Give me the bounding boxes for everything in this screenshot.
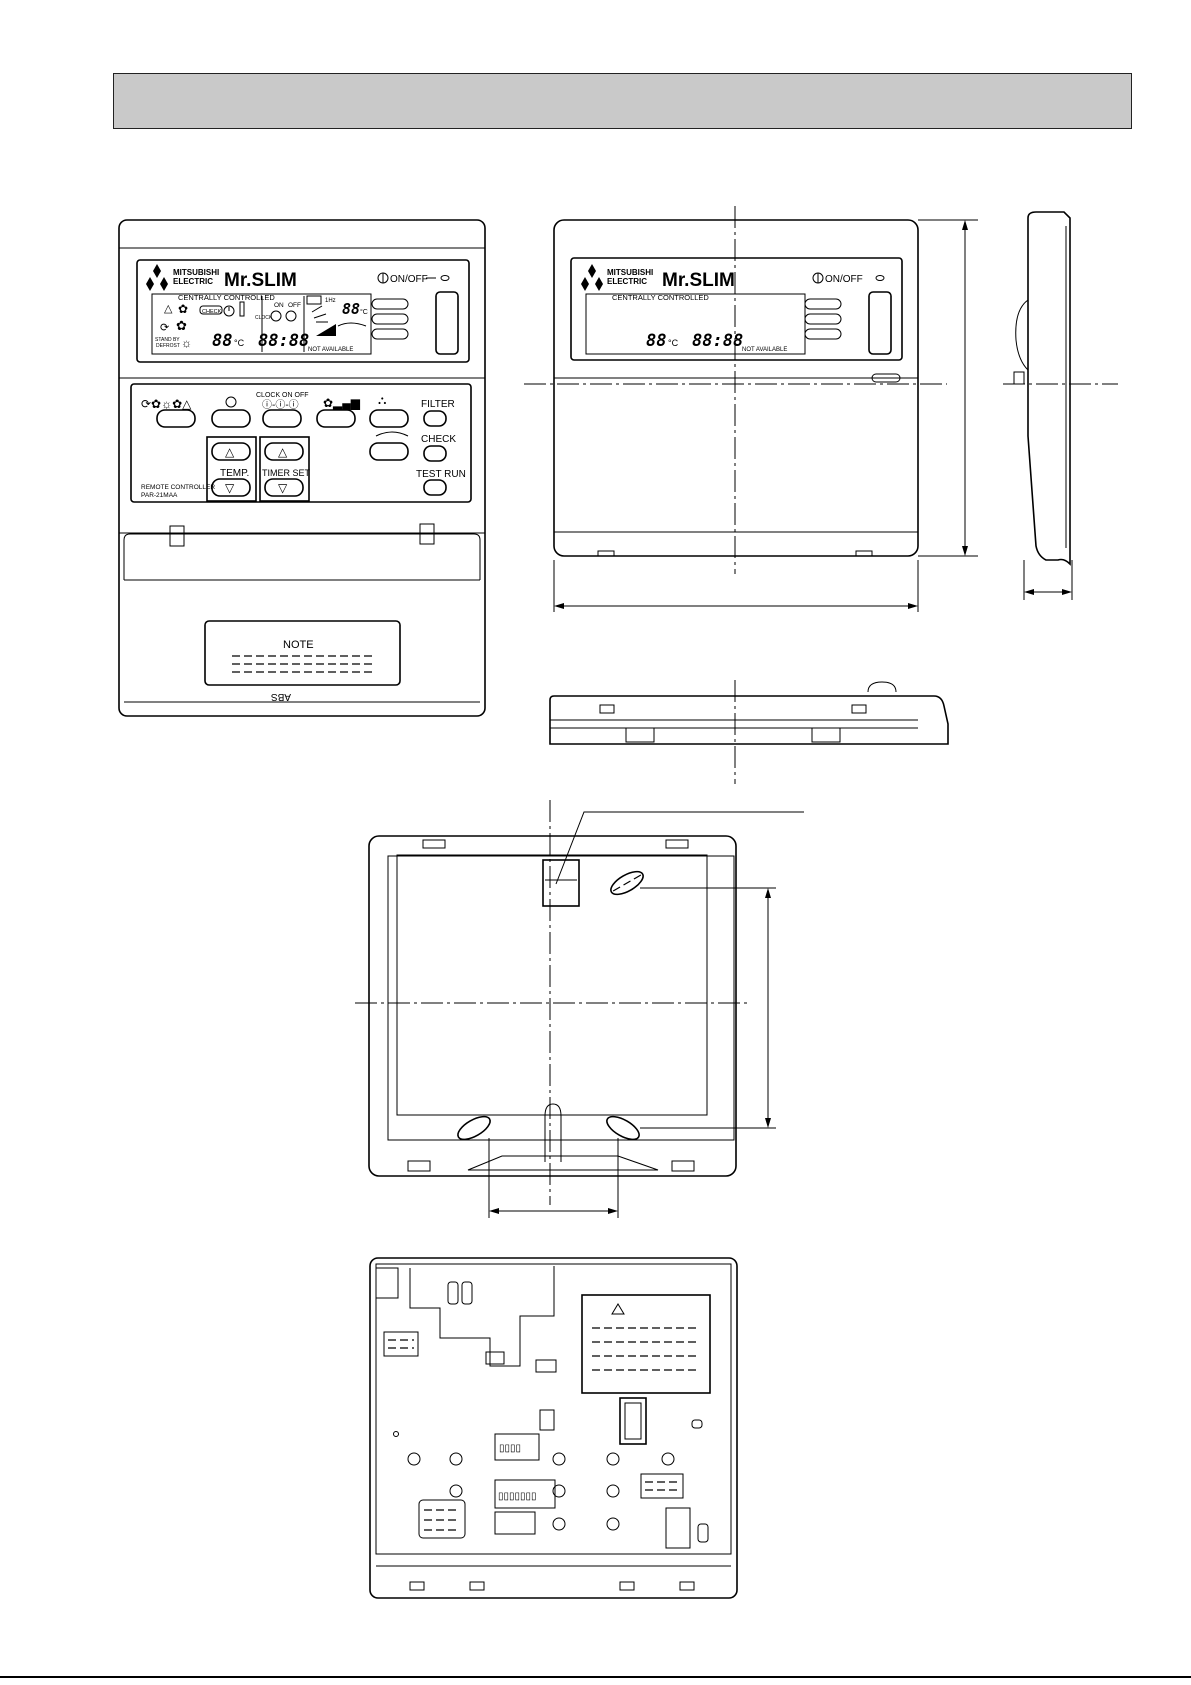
timer-down-button[interactable] (264, 478, 304, 497)
timer-up-button[interactable] (264, 442, 304, 461)
drop-icon: △ (164, 303, 173, 315)
fan-speed-icon: ✿▂▄▆ (323, 396, 361, 411)
svg-text:88:88: 88:88 (692, 331, 743, 351)
model-line1: REMOTE CONTROLLER (141, 484, 215, 491)
header-band (113, 73, 1132, 129)
louver-swing-icon (375, 431, 409, 437)
model-line2: PAR-21MAA (141, 492, 178, 499)
svg-text:°C: °C (668, 338, 679, 348)
not-available-label: NOT AVAILABLE (308, 347, 353, 353)
timer-set-label: TIMER SET (262, 468, 311, 478)
filter-label: FILTER (421, 399, 455, 410)
model-logo: Mr.SLIM (224, 270, 297, 291)
material-mark: ABS (271, 691, 291, 702)
pcb-view: ▯▯▯▯ ▯▯▯▯▯▯▯ (369, 1257, 738, 1599)
warning-label-plate (581, 1294, 711, 1394)
hz-label: 1Hz (325, 298, 336, 304)
power-label: ON/OFF (390, 274, 428, 285)
mode-icons: ⟳✿☼✿△ (141, 397, 192, 411)
warning-triangle-icon (611, 1303, 625, 1315)
louver-icon (311, 305, 328, 323)
svg-text:▽: ▽ (278, 481, 288, 495)
back-case-view (355, 800, 804, 1218)
mode-button[interactable] (156, 409, 196, 428)
centrally-controlled-label: CENTRALLY CONTROLLED (178, 293, 275, 302)
page-bottom-rule (0, 1676, 1191, 1678)
fan-icon: ✿ (178, 302, 188, 316)
timer-icon (223, 305, 235, 317)
svg-text:ON/OFF: ON/OFF (825, 274, 863, 285)
set-temp-unit: °C (234, 338, 245, 348)
thermometer-icon (239, 301, 245, 317)
standby-label: STAND BY (155, 337, 180, 343)
on-off-button[interactable] (435, 291, 459, 355)
time-digits: 88:88 (258, 331, 309, 351)
vane-button[interactable] (369, 409, 409, 428)
note-label: NOTE (283, 639, 314, 651)
bottom-view (549, 680, 949, 784)
svg-text:▯▯▯▯▯▯▯: ▯▯▯▯▯▯▯ (498, 1491, 537, 1502)
test-run-label: TEST RUN (416, 469, 466, 480)
vane-icon: ⛬ (378, 393, 386, 407)
fan-speed-bars-icon (316, 324, 336, 336)
screw-hole (606, 1115, 640, 1141)
set-temp-digits: 88 (212, 331, 232, 351)
down-arrow-icon: ▽ (225, 481, 235, 495)
timer-icon (225, 396, 237, 408)
svg-text:88: 88 (646, 331, 666, 351)
temp-up-button[interactable] (211, 442, 251, 461)
mode-cycle-icon: ⟳ (160, 322, 169, 334)
on-label: ON (274, 302, 284, 309)
test-run-button[interactable] (423, 479, 447, 496)
screw-hole (457, 1115, 491, 1141)
filter-button[interactable] (423, 410, 447, 427)
temp-label: TEMP. (220, 468, 249, 479)
fan-icon: ✿ (176, 318, 187, 333)
temp-down-button[interactable] (211, 478, 251, 497)
clock-label: CLOCK (255, 315, 273, 321)
defrost-label: DEFROST (156, 343, 180, 349)
svg-text:Mr.SLIM: Mr.SLIM (662, 270, 735, 291)
front-view-closed: MITSUBISHI ELECTRIC Mr.SLIM ON/OFF CENTR… (524, 206, 978, 612)
screw-hole (610, 870, 644, 896)
room-temp-digits: 88 (342, 300, 360, 318)
vane-icon (306, 295, 322, 305)
maker-line2: ELECTRIC (173, 277, 213, 286)
maker-line1: MITSUBISHI (173, 268, 219, 277)
svg-text:CENTRALLY CONTROLLED: CENTRALLY CONTROLLED (612, 293, 709, 302)
room-temp-unit: °C (360, 308, 368, 316)
check-badge: CHECK (202, 309, 222, 315)
wire-entry (542, 859, 580, 907)
timer-button[interactable] (211, 409, 251, 428)
up-arrow-icon: △ (225, 445, 235, 459)
svg-text:ⓘ-ⓘ-ⓘ: ⓘ-ⓘ-ⓘ (262, 399, 299, 411)
clock-button[interactable] (262, 409, 302, 428)
clock-on-off-label: CLOCK ON OFF (256, 392, 309, 399)
svg-text:▯▯▯▯: ▯▯▯▯ (499, 1443, 521, 1454)
check-label: CHECK (421, 434, 456, 445)
sun-icon: ☼ (181, 336, 192, 350)
check-button[interactable] (423, 445, 447, 462)
svg-text:ELECTRIC: ELECTRIC (607, 277, 647, 286)
svg-text:△: △ (278, 445, 288, 459)
temp-button-group (206, 436, 257, 502)
note-label-plate (204, 620, 401, 686)
off-label: OFF (288, 302, 301, 309)
svg-text:NOT AVAILABLE: NOT AVAILABLE (742, 347, 787, 353)
fan-speed-button[interactable] (316, 409, 356, 428)
timer-set-button-group (259, 436, 310, 502)
side-view (1003, 211, 1118, 600)
svg-text:MITSUBISHI: MITSUBISHI (607, 268, 653, 277)
mitsubishi-diamonds-icon (146, 264, 168, 291)
louver-button[interactable] (369, 442, 409, 461)
front-view-open: MITSUBISHI ELECTRIC Mr.SLIM ON/OFF CENTR… (118, 219, 486, 717)
